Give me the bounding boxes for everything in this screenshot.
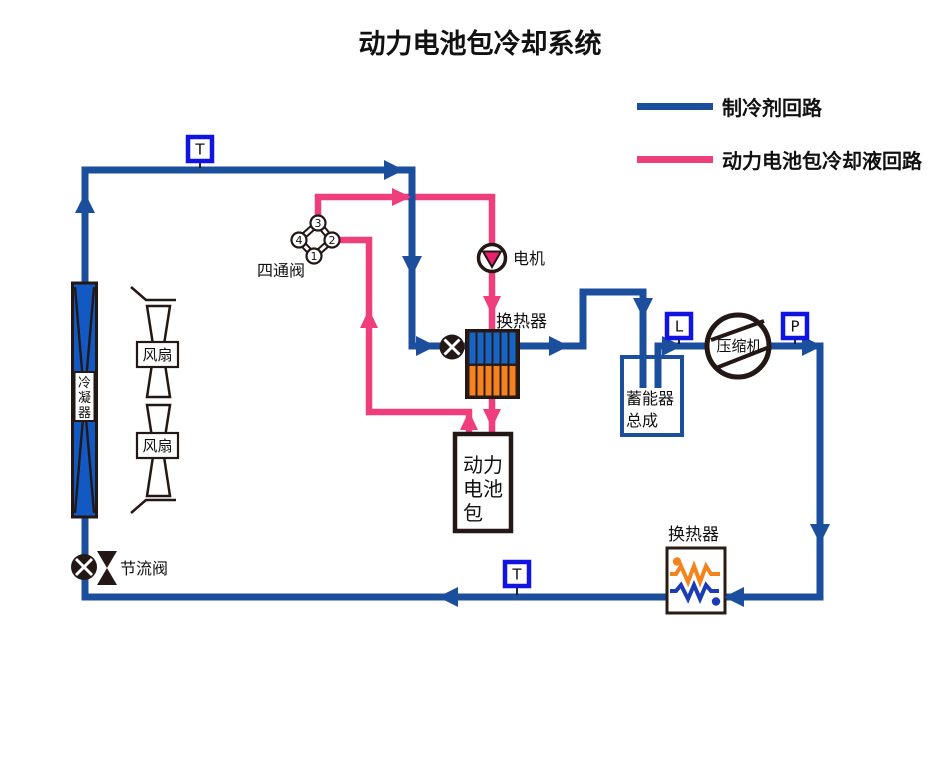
battery-pack: 动力 电池 包 [452, 431, 514, 534]
arrow-up [460, 411, 478, 430]
sensor-t-bottom-box [502, 559, 532, 589]
arrow-up [360, 309, 378, 328]
compressor-label: 压缩机 [716, 337, 761, 355]
compressor-chord [710, 319, 765, 342]
four-way-valve-port3: 3 [315, 217, 322, 230]
bottom-hx-orange-dot [672, 557, 682, 566]
motor: 电机 [476, 242, 545, 274]
fan-bottom-label: 风扇 [142, 437, 172, 455]
battery-pack-line1: 动力 [463, 453, 503, 477]
accumulator: 蓄能器 总成 [620, 355, 684, 437]
arrow-right [416, 336, 436, 356]
valve-x-line [443, 338, 461, 356]
refrigerant-pipe-high-side [81, 342, 824, 601]
four-way-valve: 3 2 4 1 四通阀 [257, 214, 341, 280]
bottom-hx-orange-coil [670, 560, 720, 588]
fan-bottom-label-box [135, 431, 180, 460]
arrow-down [483, 409, 501, 428]
sensor-p-label: P [790, 318, 799, 336]
sensor-t-bottom-label: T [511, 566, 522, 584]
fan-top-label-box [135, 340, 180, 369]
compressor-chord [715, 346, 768, 370]
bottom-hx-label: 换热器 [668, 525, 719, 545]
four-way-valve-port3-circle [309, 214, 327, 232]
fan-shroud-top [130, 286, 176, 302]
arrow-left [724, 587, 744, 607]
legend-refrigerant-swatch [637, 103, 713, 110]
sensor-t-top-label: T [194, 141, 205, 159]
four-way-valve-port4: 4 [296, 234, 303, 247]
arrow-left [438, 587, 458, 607]
mid-expansion-valve [439, 334, 465, 360]
accumulator-box [620, 355, 684, 437]
motor-label: 电机 [513, 249, 545, 268]
arrow-right [384, 160, 404, 180]
compressor: 压缩机 [704, 312, 772, 380]
battery-pack-line2: 电池 [463, 477, 503, 501]
bottom-hx-blue-dot [711, 597, 721, 606]
throttle-valve-hourglass-top [97, 551, 117, 568]
arrow-down [810, 524, 830, 544]
accumulator-label-line1: 蓄能器 [626, 389, 674, 408]
condenser-label-char2: 凝 [78, 390, 91, 406]
fan-top-label: 风扇 [142, 346, 172, 364]
throttle-valve-hourglass-bottom [97, 568, 117, 585]
arrow-up [75, 193, 95, 213]
accumulator-label-line2: 总成 [626, 411, 658, 430]
valve-x-line [74, 557, 94, 577]
throttle-valve: 节流阀 [71, 551, 168, 585]
throttle-valve-label: 节流阀 [120, 559, 168, 578]
mid-hx-label: 换热器 [496, 312, 547, 332]
page-title: 动力电池包冷却系统 [359, 28, 602, 60]
bottom-heat-exchanger: 换热器 [665, 525, 727, 615]
fan-shroud-bottom [130, 498, 176, 514]
compressor-circle [704, 312, 772, 380]
arrow-right [549, 336, 569, 356]
sensor-l-box [664, 311, 694, 341]
condenser-label-char3: 器 [78, 406, 91, 421]
sensor-p-box [780, 311, 810, 341]
sensor-l-label: L [675, 318, 684, 336]
motor-triangle-icon [481, 250, 503, 269]
four-way-valve-port2-circle [323, 231, 341, 249]
condenser-label-char1: 冷 [78, 376, 91, 391]
legend-coolant-swatch [637, 156, 713, 163]
four-way-valve-label: 四通阀 [257, 261, 305, 280]
four-way-valve-port2: 2 [329, 234, 336, 247]
refrigerant-flow-arrows [75, 160, 830, 607]
arrow-down [402, 256, 422, 276]
arrow-right [802, 336, 822, 356]
four-way-valve-port1-circle [305, 247, 323, 265]
arrow-down [633, 298, 653, 318]
sensor-t-top-box [185, 134, 215, 164]
sensors: T T L P [185, 134, 810, 595]
four-way-valve-port4-circle [290, 231, 308, 249]
legend-refrigerant-label: 制冷剂回路 [722, 96, 823, 120]
condenser-label-box [73, 371, 96, 422]
coolant-flow-arrows [360, 188, 501, 430]
legend: 制冷剂回路 动力电池包冷却液回路 [637, 96, 923, 173]
bottom-hx-blue-coil [670, 579, 719, 605]
mid-hx-blue-stripes [469, 332, 516, 364]
mid-heat-exchanger: 换热器 [465, 312, 547, 399]
mid-hx-orange-stripes [469, 366, 516, 396]
arrow-down [483, 296, 501, 315]
arrow-right [662, 336, 682, 356]
arrow-right [392, 188, 411, 206]
legend-coolant-label: 动力电池包冷却液回路 [722, 149, 923, 173]
fan-assembly: 风扇 风扇 [130, 286, 180, 514]
battery-pack-box [452, 431, 514, 534]
condenser: 冷 凝 器 [71, 281, 98, 519]
four-way-valve-port1: 1 [311, 250, 318, 263]
battery-pack-line3: 包 [463, 501, 483, 525]
